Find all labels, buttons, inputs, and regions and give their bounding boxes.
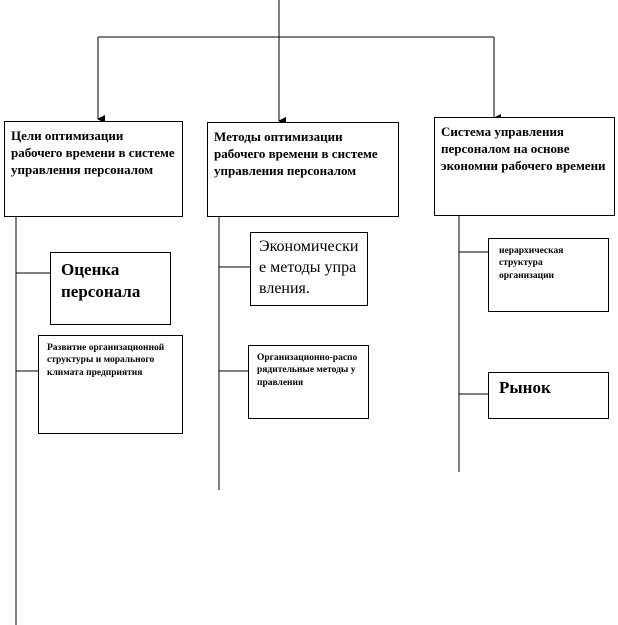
methods-item-organizational: Организационно-распорядительные методы у… bbox=[248, 345, 369, 419]
goals-item-personnel-assessment: Оценка персонала bbox=[50, 252, 171, 325]
goals-header-box: Цели оптимизации рабочего времени в сист… bbox=[4, 121, 183, 217]
methods-header-box: Методы оптимизации рабочего времени в си… bbox=[207, 122, 399, 217]
system-header-box: Система управления персоналом на основе … bbox=[434, 117, 615, 216]
system-item-hierarchy: иерархическая структура организации bbox=[488, 238, 609, 312]
system-header-text: Система управления персоналом на основе … bbox=[441, 124, 606, 173]
system-item-2-text: Рынок bbox=[499, 378, 551, 397]
goals-item-org-development: Развитие организационной структуры и мор… bbox=[38, 335, 183, 434]
methods-header-text: Методы оптимизации рабочего времени в си… bbox=[214, 129, 378, 178]
system-item-market: Рынок bbox=[488, 372, 609, 419]
goals-item-1-text: Оценка персонала bbox=[61, 260, 141, 302]
system-item-1-text: иерархическая структура организации bbox=[499, 246, 564, 281]
methods-item-1-text: Экономические методы управления. bbox=[259, 238, 359, 297]
goals-header-text: Цели оптимизации рабочего времени в сист… bbox=[11, 128, 175, 177]
methods-item-economic: Экономические методы управления. bbox=[250, 232, 368, 306]
goals-item-2-text: Развитие организационной структуры и мор… bbox=[47, 343, 165, 378]
methods-item-2-text: Организационно-распорядительные методы у… bbox=[257, 353, 358, 388]
